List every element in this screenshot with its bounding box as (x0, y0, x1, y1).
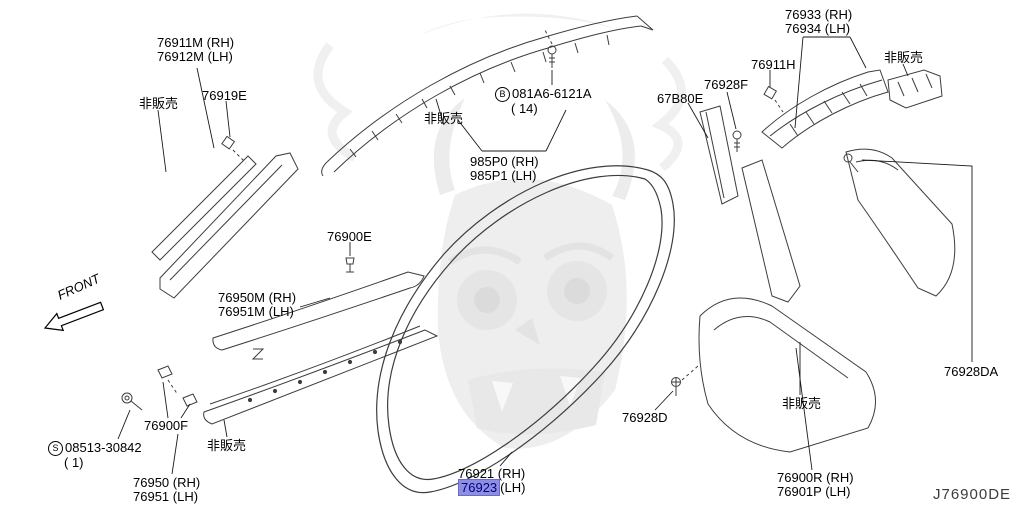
part-number[interactable]: 76901P (LH) (777, 484, 851, 499)
label-not-for-sale-1: 非販売 (139, 96, 179, 111)
part-number[interactable]: 76934 (LH) (785, 21, 851, 36)
label-985P0[interactable]: 985P0 (RH) 985P1 (LH) (470, 155, 539, 183)
label-76900F[interactable]: 76900F (144, 418, 189, 433)
label-76928DA[interactable]: 76928DA (944, 364, 999, 379)
label-not-for-sale-3: 非販売 (884, 50, 924, 65)
label-76933[interactable]: 76933 (RH) 76934 (LH) (785, 8, 852, 36)
label-67B80E[interactable]: 67B80E (657, 91, 704, 106)
screw-08513-and-clips (121, 365, 198, 411)
part-number[interactable]: 985P0 (RH) (470, 154, 539, 169)
diagram-code: J76900DE (933, 486, 1012, 503)
label-76928F[interactable]: 76928F (704, 77, 749, 92)
clip-76900E-icon (345, 257, 355, 273)
front-label: FRONT (55, 270, 103, 302)
part-number[interactable]: 081A6-6121A (512, 86, 592, 101)
part-number[interactable]: 76921 (RH) (458, 466, 526, 481)
part-a-pillar-garnish (151, 135, 299, 299)
part-number[interactable]: 76933 (RH) (785, 7, 853, 22)
label-76919E[interactable]: 76919E (202, 88, 247, 103)
label-not-for-sale-2: 非販売 (424, 111, 464, 126)
label-76911M[interactable]: 76911M (RH) 76912M (LH) (157, 36, 234, 64)
part-number[interactable]: 76912M (LH) (157, 49, 233, 64)
label-76950M[interactable]: 76950M (RH) 76951M (LH) (218, 291, 296, 319)
part-number[interactable]: 76950 (RH) (133, 475, 201, 490)
label-76928D[interactable]: 76928D (622, 410, 668, 425)
front-arrow: FRONT (43, 270, 105, 332)
watermark-emblem (313, 13, 686, 449)
label-76911H[interactable]: 76911H (751, 57, 796, 72)
part-number-highlighted-line[interactable]: 76923(LH) (458, 479, 526, 496)
quantity: ( 1) (64, 455, 84, 470)
part-number[interactable]: 76900R (RH) (777, 470, 854, 485)
circled-s-icon: S (48, 441, 63, 456)
label-not-for-sale-4: 非販売 (207, 438, 247, 453)
label-not-for-sale-5: 非販売 (782, 396, 822, 411)
label-76950[interactable]: 76950 (RH) 76951 (LH) (133, 476, 200, 504)
part-c-pillar-finisher (671, 148, 956, 453)
label-76921[interactable]: 76921 (RH) 76923(LH) (458, 466, 526, 496)
circled-b-icon: B (495, 87, 510, 102)
part-number[interactable]: 76950M (RH) (218, 290, 297, 305)
part-suffix: (LH) (500, 480, 526, 495)
label-76900E[interactable]: 76900E (327, 229, 372, 244)
part-curtain-rail (321, 15, 654, 177)
leader-lines (117, 36, 973, 475)
part-number[interactable]: 08513-30842 (65, 440, 142, 455)
part-number[interactable]: 76911M (RH) (157, 35, 235, 50)
part-number[interactable]: 985P1 (LH) (470, 168, 537, 183)
label-76900R[interactable]: 76900R (RH) 76901P (LH) (777, 471, 854, 499)
part-weatherstrip (376, 165, 675, 494)
quantity: ( 14) (511, 101, 538, 116)
part-number[interactable]: 76951 (LH) (133, 489, 199, 504)
part-sill-strips (203, 271, 439, 425)
part-number[interactable]: 76951M (LH) (218, 304, 294, 319)
part-rear-pillar-garnish (699, 69, 943, 205)
highlighted-part-number[interactable]: 76923 (458, 479, 501, 496)
bolt-081A6-icon (544, 29, 557, 68)
